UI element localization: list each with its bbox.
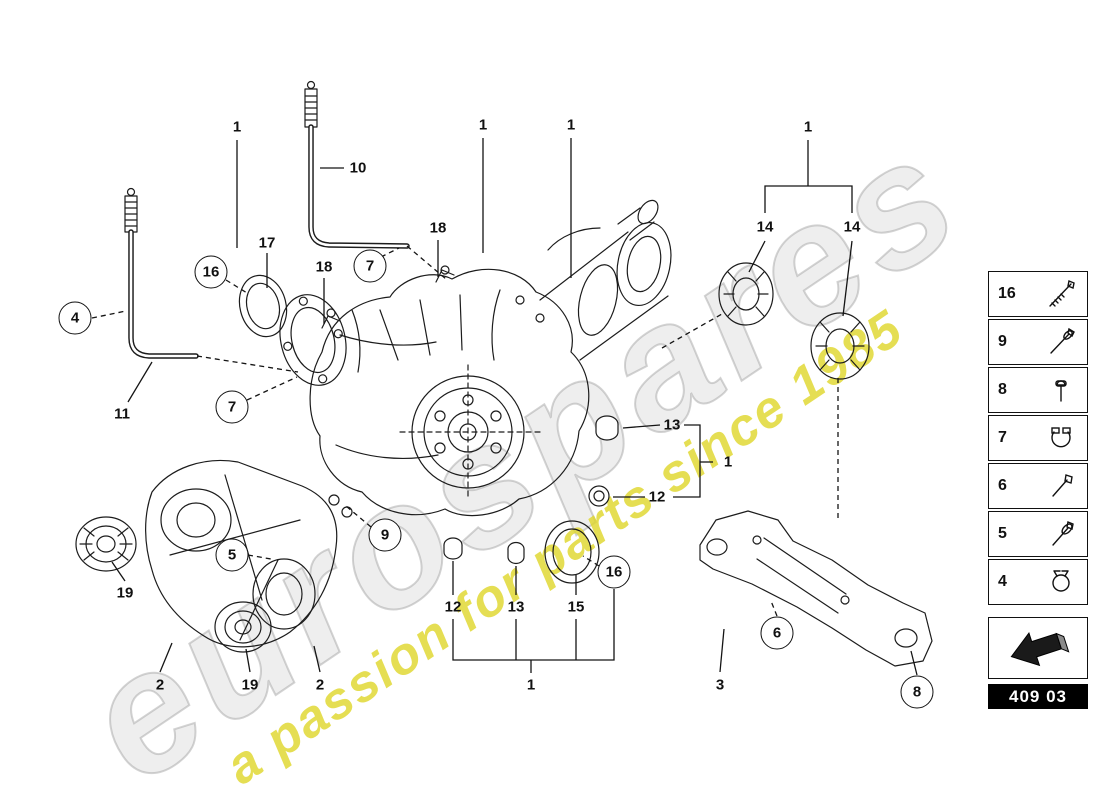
orientation-arrow-box [988, 617, 1088, 679]
part-code-badge: 409 03 [988, 684, 1088, 709]
callout-15[interactable]: 15 [567, 598, 585, 616]
callout-1[interactable]: 1 [803, 118, 813, 136]
callout-12[interactable]: 12 [444, 598, 462, 616]
legend-item-number: 9 [998, 333, 1007, 350]
callout-1[interactable]: 1 [526, 676, 536, 694]
long-bolt-icon [1049, 280, 1075, 307]
callout-2[interactable]: 2 [315, 676, 325, 694]
callout-8[interactable]: 8 [900, 675, 934, 709]
callout-1[interactable]: 1 [478, 116, 488, 134]
callout-4[interactable]: 4 [58, 301, 92, 335]
callout-11[interactable]: 11 [114, 405, 130, 423]
drive-tube [515, 199, 672, 361]
legend-row-9[interactable]: 9 [988, 319, 1088, 365]
shaft-seal [238, 274, 288, 338]
callout-13[interactable]: 13 [663, 416, 681, 434]
bushing-14a [718, 262, 774, 326]
oil-plugs [443, 415, 619, 565]
direction-arrow-icon [1010, 631, 1070, 667]
callout-12[interactable]: 12 [648, 488, 666, 506]
legend-item-number: 5 [998, 525, 1007, 542]
legend-item-number: 6 [998, 477, 1007, 494]
mount-bracket [145, 459, 353, 648]
legend-row-4[interactable]: 4 [988, 559, 1088, 605]
callout-18[interactable]: 18 [429, 219, 447, 237]
legend-row-16[interactable]: 16 [988, 271, 1088, 317]
legend-row-5[interactable]: 5 [988, 511, 1088, 557]
callout-10[interactable]: 10 [349, 159, 367, 177]
legend-row-8[interactable]: 8 [988, 367, 1088, 413]
washer-bolt-icon [1052, 521, 1074, 546]
torx-screw-icon [1055, 380, 1067, 402]
legend-item-number: 16 [998, 285, 1016, 302]
hex-bolt-icon [1052, 474, 1073, 497]
callout-7[interactable]: 7 [215, 390, 249, 424]
callout-3[interactable]: 3 [715, 676, 725, 694]
fasteners-legend: 16 9 8 7 [988, 271, 1088, 607]
bushing-19a [75, 516, 137, 572]
flange-bolt-icon [1050, 327, 1075, 354]
differential-housing [309, 268, 590, 517]
callout-1[interactable]: 1 [232, 118, 242, 136]
callout-14[interactable]: 14 [843, 218, 861, 236]
callout-16[interactable]: 16 [597, 555, 631, 589]
legend-item-number: 7 [998, 429, 1007, 446]
legend-item-number: 4 [998, 573, 1007, 590]
clamp-icon [1051, 427, 1071, 448]
callout-18[interactable]: 18 [315, 258, 333, 276]
seal-ring [544, 520, 600, 584]
hose-clip-icon [1052, 570, 1070, 592]
vent-hose-left [124, 187, 199, 359]
legend-row-6[interactable]: 6 [988, 463, 1088, 509]
bushing-19b [214, 601, 272, 653]
crossmember [699, 510, 933, 667]
front-flange [411, 375, 525, 489]
vent-hose-top [304, 80, 410, 249]
callout-16[interactable]: 16 [194, 255, 228, 289]
callout-19[interactable]: 19 [116, 584, 134, 602]
callout-7[interactable]: 7 [353, 249, 387, 283]
callout-17[interactable]: 17 [258, 234, 276, 252]
callout-2[interactable]: 2 [155, 676, 165, 694]
legend-row-7[interactable]: 7 [988, 415, 1088, 461]
legend-item-number: 8 [998, 381, 1007, 398]
side-flange [279, 294, 347, 386]
callout-5[interactable]: 5 [215, 538, 249, 572]
bushing-14b [810, 312, 870, 380]
callout-13[interactable]: 13 [507, 598, 525, 616]
callout-19[interactable]: 19 [241, 676, 259, 694]
callout-9[interactable]: 9 [368, 518, 402, 552]
callout-1[interactable]: 1 [566, 116, 576, 134]
callout-1[interactable]: 1 [723, 453, 733, 471]
callout-14[interactable]: 14 [756, 218, 774, 236]
callout-6[interactable]: 6 [760, 616, 794, 650]
